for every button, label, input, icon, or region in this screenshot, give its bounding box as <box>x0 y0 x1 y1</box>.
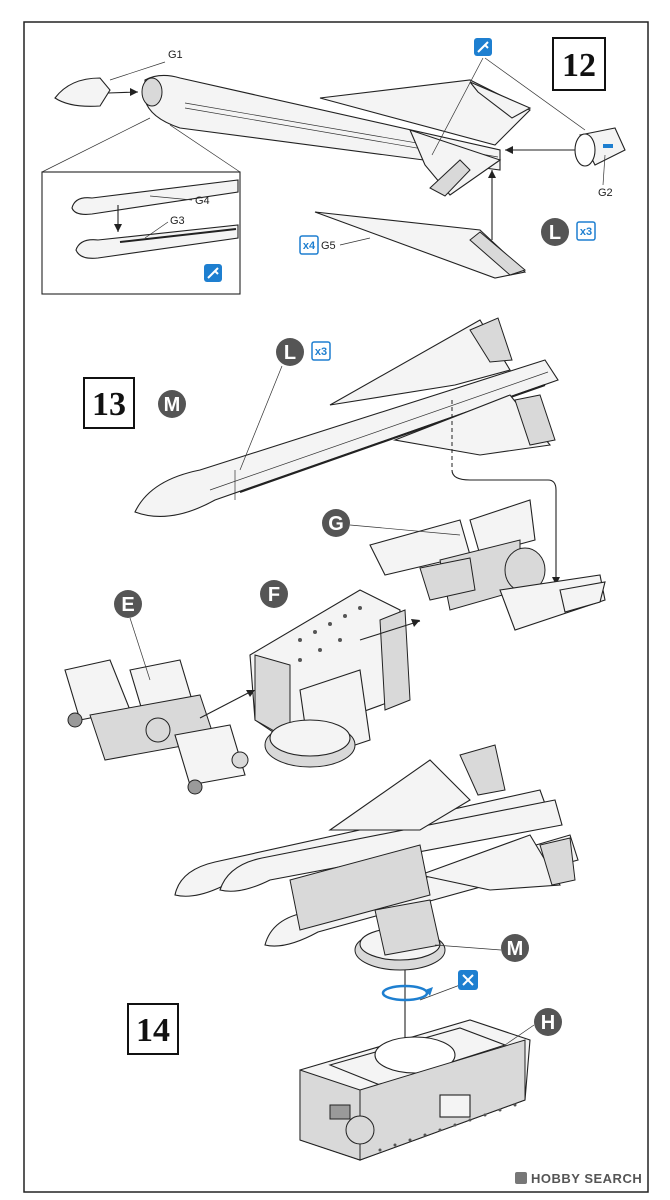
missile-13 <box>134 359 559 517</box>
assembly-arrow-e <box>199 691 251 719</box>
leader-g3 <box>144 221 169 239</box>
launcher-mount-f <box>249 589 411 768</box>
leader-g2 <box>602 154 606 186</box>
missile-nose-socket <box>141 77 163 107</box>
nose-cone-part <box>54 77 111 107</box>
svg-text:G: G <box>328 513 344 535</box>
inset-rail-g3 <box>119 228 237 243</box>
svg-text:x3: x3 <box>315 346 327 358</box>
watermark-logo-icon <box>515 1172 527 1184</box>
step-12-box <box>552 37 606 91</box>
badge-h: H <box>534 1008 562 1036</box>
step-14-number: 14 <box>136 1012 170 1049</box>
upper-wing <box>319 79 531 146</box>
svg-text:H: H <box>541 1012 555 1034</box>
missile-rail <box>209 371 549 491</box>
rotate-arrow-icon <box>381 984 433 1002</box>
no-glue-icon <box>458 970 478 990</box>
fin-part-g5 <box>314 211 527 279</box>
label-g2: G2 <box>598 187 613 199</box>
step-12-number: 12 <box>562 47 596 84</box>
missile-launcher-assembly <box>174 744 579 971</box>
badge-m-step14: M <box>501 934 529 962</box>
inset-leader-2 <box>169 124 241 173</box>
glue-leader-2 <box>484 57 586 131</box>
arrow-head <box>130 88 138 96</box>
arrow-head <box>114 224 122 232</box>
tail-cap-blue-mark <box>603 144 613 148</box>
svg-text:x4: x4 <box>303 240 316 252</box>
inset-leader-1 <box>41 117 151 173</box>
label-g5: G5 <box>321 240 336 252</box>
fin-qty-badge: x4 <box>299 235 319 255</box>
svg-text:x3: x3 <box>580 226 592 238</box>
inset-upper-body <box>71 179 239 215</box>
leader-g <box>349 524 461 536</box>
glue-dropper-icon-inset <box>204 264 222 282</box>
badge-e: E <box>114 590 142 618</box>
arrow-head <box>411 619 420 627</box>
rivet-row <box>378 1103 517 1152</box>
missile-13-lower-fin <box>514 394 556 446</box>
label-g4: G4 <box>195 195 210 207</box>
arrow-head <box>488 170 496 178</box>
qty-badge-step12: x3 <box>576 221 596 241</box>
leader-e <box>129 617 151 681</box>
upper-wing-tip <box>469 81 532 119</box>
glue-leader-1 <box>431 57 484 156</box>
svg-text:E: E <box>121 594 134 616</box>
leader-g1 <box>109 61 166 81</box>
svg-text:M: M <box>164 394 181 416</box>
leader-h <box>504 1024 535 1046</box>
sheet-border <box>23 21 649 1193</box>
no-glue-leader <box>419 984 461 1001</box>
badge-l-step12: L <box>541 218 569 246</box>
watermark: HOBBY SEARCH <box>515 1171 642 1186</box>
label-g1: G1 <box>168 49 183 61</box>
missile-13-upper-fin <box>469 317 513 363</box>
qty-badge-step13: x3 <box>311 341 331 361</box>
step-13-number: 13 <box>92 386 126 423</box>
svg-text:L: L <box>284 342 296 364</box>
missile-body-12 <box>144 74 501 171</box>
step-13-box <box>83 377 135 429</box>
svg-text:M: M <box>507 938 524 960</box>
badge-g: G <box>322 509 350 537</box>
arrow-head <box>505 146 513 154</box>
badge-m-step13: M <box>158 390 186 418</box>
missile-13-upper-wing <box>329 319 511 406</box>
bracket-part-e <box>64 659 249 795</box>
lower-wing-fin <box>429 159 471 197</box>
svg-text:F: F <box>268 584 280 606</box>
badge-f: F <box>260 580 288 608</box>
label-g3: G3 <box>170 215 185 227</box>
watermark-text: HOBBY SEARCH <box>531 1171 642 1186</box>
fin-edge <box>469 231 527 276</box>
vehicle-hull-h <box>299 1019 531 1161</box>
arrow-head <box>552 577 560 585</box>
leader-l-step13 <box>239 365 283 471</box>
assembly-arrow-f <box>359 620 421 641</box>
step-12-panel: 12 G1 G2 <box>41 37 626 295</box>
launcher-rail-g <box>369 499 606 631</box>
leader-g4 <box>149 195 193 201</box>
leader-m-step14 <box>434 944 502 951</box>
svg-text:L: L <box>549 222 561 244</box>
badge-l-step13: L <box>276 338 304 366</box>
step-14-panel: 14 M <box>127 744 579 1161</box>
step-13-panel: 13 M L x3 <box>64 317 606 795</box>
step-14-box <box>127 1003 179 1055</box>
tail-cap-opening <box>574 133 596 167</box>
arrow-head <box>246 690 255 697</box>
lower-wing <box>409 129 502 196</box>
glue-dropper-icon <box>474 38 492 56</box>
leader-g5 <box>339 237 371 246</box>
guide-line <box>451 469 557 580</box>
